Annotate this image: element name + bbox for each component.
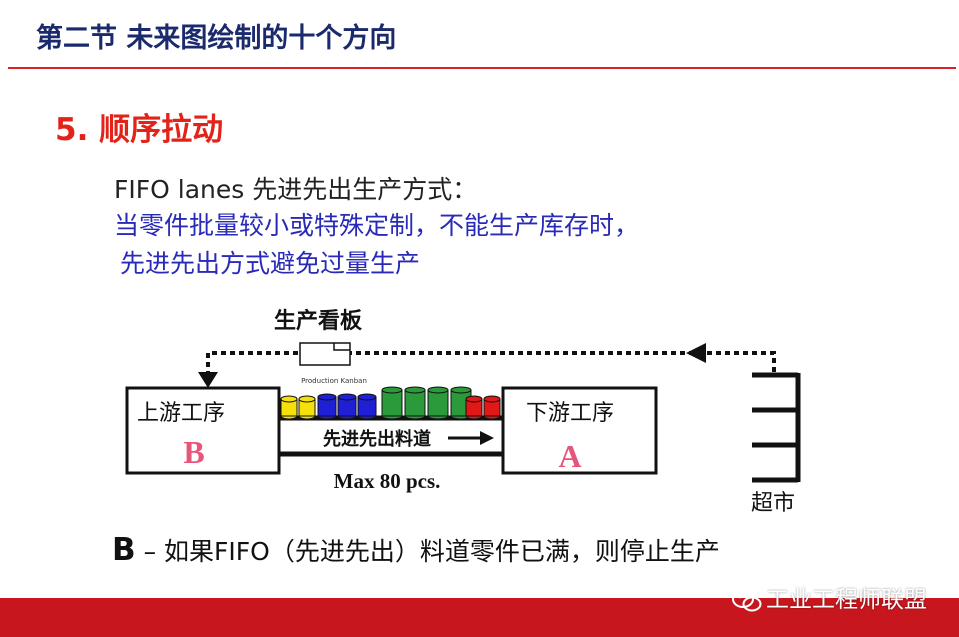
- part-cylinder: [404, 386, 426, 420]
- part-cylinder: [280, 395, 298, 420]
- kanban-arrowhead-down: [198, 372, 218, 388]
- lane-capacity: Max 80 pcs.: [334, 469, 441, 493]
- kanban-card-caption: Production Kanban: [301, 377, 367, 385]
- supermarket-label: 超市: [751, 491, 795, 516]
- downstream-process-box: [501, 386, 658, 475]
- lane-label: 先进先出料道: [323, 428, 431, 450]
- upstream-process-box: [125, 386, 281, 475]
- note-letter: B: [112, 532, 136, 568]
- downstream-letter: A: [558, 438, 581, 474]
- part-cylinder: [317, 393, 337, 420]
- bottom-bar: [0, 598, 959, 637]
- watermark-text: 工业工程师联盟: [766, 587, 927, 613]
- supermarket-shelf: [752, 372, 801, 483]
- lane-parts: [280, 386, 501, 420]
- part-cylinder: [427, 386, 449, 420]
- part-cylinder: [298, 395, 316, 420]
- condition-line: 当零件批量较小或特殊定制，不能生产库存时，: [114, 211, 640, 240]
- wechat-icon: [732, 589, 762, 611]
- production-kanban-card: [299, 342, 351, 366]
- topic-heading: 5. 顺序拉动: [55, 112, 224, 148]
- upstream-letter: B: [183, 434, 204, 470]
- upstream-label: 上游工序: [137, 401, 225, 426]
- part-cylinder: [357, 393, 377, 420]
- part-cylinder: [483, 395, 501, 420]
- watermark: 工业工程师联盟: [732, 580, 927, 614]
- part-cylinder: [465, 395, 483, 420]
- kanban-arrowhead-left: [686, 343, 706, 363]
- benefit-line: 先进先出方式避免过量生产: [120, 249, 421, 278]
- lane-arrowhead: [480, 431, 494, 445]
- kanban-loop-line: [206, 351, 776, 372]
- page-title: 第二节 未来图绘制的十个方向: [36, 23, 397, 54]
- note-text: – 如果FIFO（先进先出）料道零件已满，则停止生产: [135, 537, 720, 566]
- kanban-label: 生产看板: [274, 309, 363, 334]
- fifo-intro-line: FIFO lanes 先进先出生产方式：: [114, 175, 478, 204]
- fifo-diagram: 生产看板 Production Kanban 上游工序 B 下游工序 A 先进先…: [125, 309, 801, 516]
- part-cylinder: [337, 393, 357, 420]
- downstream-label: 下游工序: [526, 401, 614, 426]
- title-divider: [8, 67, 956, 69]
- rule-note: B – 如果FIFO（先进先出）料道零件已满，则停止生产: [112, 532, 720, 568]
- part-cylinder: [381, 386, 403, 420]
